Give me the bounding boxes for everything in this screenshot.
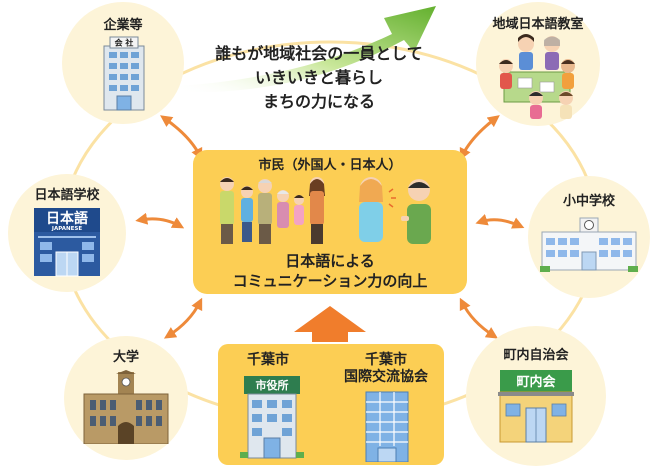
language-school-building-icon: 日本語 JAPANESE xyxy=(34,208,100,277)
node-neighborhood-assoc: 町内自治会 町内会 xyxy=(466,326,606,466)
city-hall-icon: 市役所 xyxy=(240,376,304,459)
node-companies: 企業等 会 社 xyxy=(62,2,184,124)
city-label: 千葉市 xyxy=(232,352,304,369)
arrow-neighborhood xyxy=(459,297,499,339)
node-neighborhood-assoc-label: 町内自治会 xyxy=(503,348,569,363)
community-hall-icon: 町内会 xyxy=(498,370,574,443)
school-building-icon xyxy=(540,217,638,272)
citizens-box: 市民（外国人・日本人） xyxy=(193,150,467,294)
classroom-people-icon xyxy=(499,34,575,119)
company-sign-text: 会 社 xyxy=(115,38,134,48)
city-hall-sign-text: 市役所 xyxy=(256,378,289,392)
city-name: 千葉市 xyxy=(247,352,289,368)
neighborhood-sign-text: 町内会 xyxy=(516,374,556,390)
arrow-language-school xyxy=(135,212,185,229)
support-arrow xyxy=(294,306,366,342)
node-university-label: 大学 xyxy=(112,350,139,365)
school-sign-subtext: JAPANESE xyxy=(51,226,82,232)
office-building-icon: 会 社 xyxy=(103,36,145,111)
node-language-school: 日本語学校 日本語 JAPANESE xyxy=(8,174,126,292)
node-language-school-label: 日本語学校 xyxy=(34,188,100,203)
node-university: 大学 xyxy=(64,336,188,460)
citizens-line-1: 日本語による xyxy=(285,252,375,270)
support-organizations-box: 千葉市 千葉市 国際交流協会 市役所 xyxy=(218,344,444,465)
citizens-group-icon xyxy=(220,177,431,244)
arrow-community-class xyxy=(459,115,500,161)
intl-assoc-line-2: 国際交流協会 xyxy=(344,369,428,385)
university-building-icon xyxy=(83,370,169,444)
slogan-line-1: 誰もが地域社会の一員として xyxy=(215,44,423,63)
intl-assoc-label: 千葉市 国際交流協会 xyxy=(330,352,442,386)
intl-assoc-building-icon xyxy=(365,391,409,462)
school-sign-text: 日本語 xyxy=(46,210,88,227)
arrow-companies xyxy=(160,115,203,161)
node-schools: 小中学校 xyxy=(528,176,650,298)
citizens-title: 市民（外国人・日本人） xyxy=(258,158,402,173)
arrow-schools xyxy=(475,214,525,229)
arrow-university xyxy=(163,297,203,339)
citizens-line-2: コミュニケーション力の向上 xyxy=(232,272,428,290)
node-schools-label: 小中学校 xyxy=(562,194,615,209)
slogan: 誰もが地域社会の一員として いきいきと暮らし まちの力になる xyxy=(188,42,450,114)
node-community-class: 地域日本語教室 xyxy=(476,2,600,126)
node-companies-label: 企業等 xyxy=(103,18,143,33)
slogan-line-3: まちの力になる xyxy=(262,92,375,111)
growth-arrow xyxy=(178,6,436,93)
slogan-line-2: いきいきと暮らし xyxy=(254,68,383,87)
node-community-class-label: 地域日本語教室 xyxy=(492,17,584,32)
intl-assoc-line-1: 千葉市 xyxy=(365,352,407,368)
